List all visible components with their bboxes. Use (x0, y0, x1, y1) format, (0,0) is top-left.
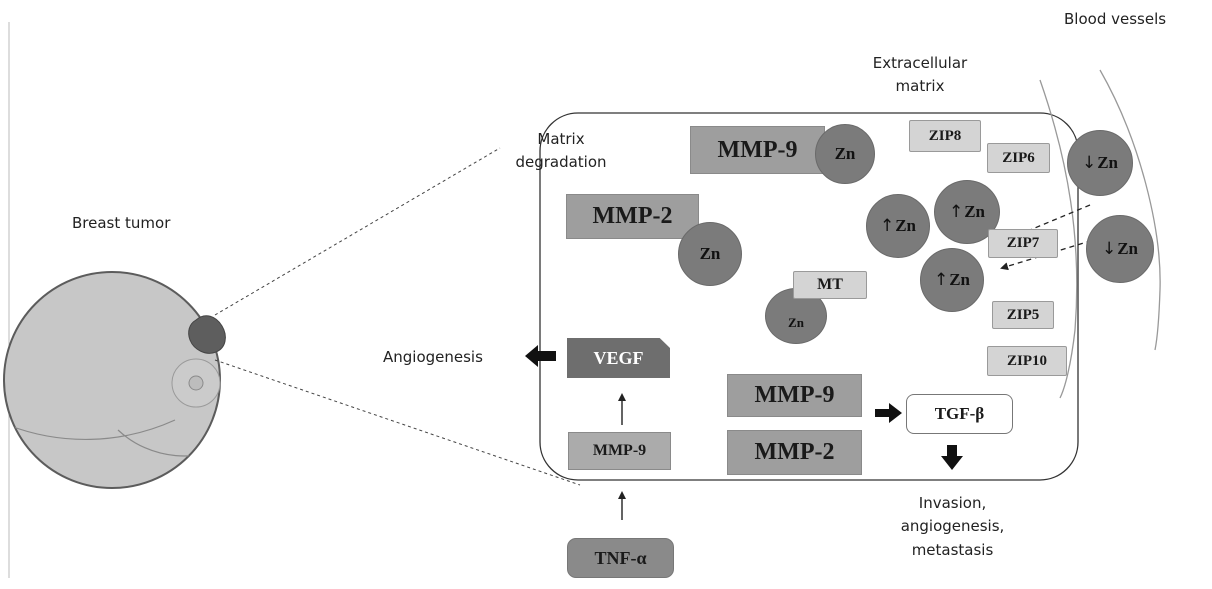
block-arrow-to-tgf (875, 403, 902, 423)
zn-circle-up-3: ↑Zn (920, 248, 984, 312)
zoom-line-bottom (214, 359, 581, 486)
outcome-line-1: Invasion, (918, 494, 987, 512)
outcome-line-2: angiogenesis, (900, 517, 1005, 536)
tgf-box: TGF-β (906, 394, 1013, 434)
vessel-wall-left (1039, 79, 1078, 399)
zn-circle-down-1: ↓Zn (1067, 130, 1133, 196)
zip7-box: ZIP7 (988, 229, 1058, 258)
angiogenesis-label: Angiogenesis (383, 348, 483, 366)
blood-vessels-label: Blood vessels (1064, 10, 1167, 28)
extracellular-matrix-line-1: Extracellular (872, 54, 968, 72)
zn-symbol-up-3: Zn (949, 270, 971, 289)
zip6-box: ZIP6 (987, 143, 1050, 173)
zn-symbol-down-2: Zn (1117, 239, 1139, 258)
zoom-line-top (214, 147, 501, 316)
zn-circle-mmp9: Zn (815, 124, 875, 184)
up-arrow-icon: ↑ (948, 202, 964, 222)
outcome-label: Invasion, angiogenesis, metastasis (890, 492, 1015, 562)
extracellular-matrix-line-2: matrix (895, 77, 945, 96)
breast-illustration (3, 271, 226, 489)
mmp2-box-mid: MMP-2 (727, 430, 862, 475)
thin-arrow-mmp9-to-vegf (618, 393, 626, 425)
extracellular-matrix-label: Extracellular matrix (870, 52, 970, 99)
tnf-box: TNF-α (567, 538, 674, 578)
matrix-degradation-line-1: Matrix (537, 130, 585, 148)
breast-tumor-label: Breast tumor (72, 214, 171, 232)
up-arrow-icon: ↑ (933, 270, 949, 290)
zn-symbol-up-1: Zn (895, 216, 917, 235)
mmp9-box-low: MMP-9 (568, 432, 671, 470)
down-arrow-icon: ↓ (1081, 153, 1097, 173)
zn-circle-up-1: ↑Zn (866, 194, 930, 258)
mmp9-box-top: MMP-9 (690, 126, 825, 174)
zn-symbol-down-1: Zn (1097, 153, 1119, 172)
block-arrow-down-outcome (941, 445, 963, 470)
matrix-degradation-label: Matrix degradation (511, 128, 611, 175)
vegf-box: VEGF (567, 338, 670, 378)
tumor-cell-outline (539, 112, 1079, 481)
zn-symbol-mmp9: Zn (834, 144, 856, 163)
zn-circle-down-2: ↓Zn (1086, 215, 1154, 283)
up-arrow-icon: ↑ (879, 216, 895, 236)
matrix-degradation-line-2: degradation (515, 153, 607, 172)
mt-box: MT (793, 271, 867, 299)
tumor-mass (188, 315, 226, 354)
zn-symbol-mt: Zn (788, 315, 804, 330)
mmp2-box-top: MMP-2 (566, 194, 699, 239)
zip5-box: ZIP5 (992, 301, 1054, 329)
outcome-line-3: metastasis (911, 540, 994, 559)
zip10-box: ZIP10 (987, 346, 1067, 376)
vessel-wall-right (1099, 69, 1161, 351)
zinc-influx-arrow-2 (1000, 237, 1101, 271)
zn-circle-mmp2: Zn (678, 222, 742, 286)
block-arrow-angiogenesis (525, 345, 556, 367)
down-arrow-icon: ↓ (1101, 239, 1117, 259)
mmp9-box-mid: MMP-9 (727, 374, 862, 417)
nipple (188, 375, 204, 391)
zn-symbol-up-2: Zn (964, 202, 986, 221)
zip8-box: ZIP8 (909, 120, 981, 152)
zn-symbol-mmp2: Zn (699, 244, 721, 263)
thin-arrow-tnf-to-mmp9 (618, 491, 626, 520)
